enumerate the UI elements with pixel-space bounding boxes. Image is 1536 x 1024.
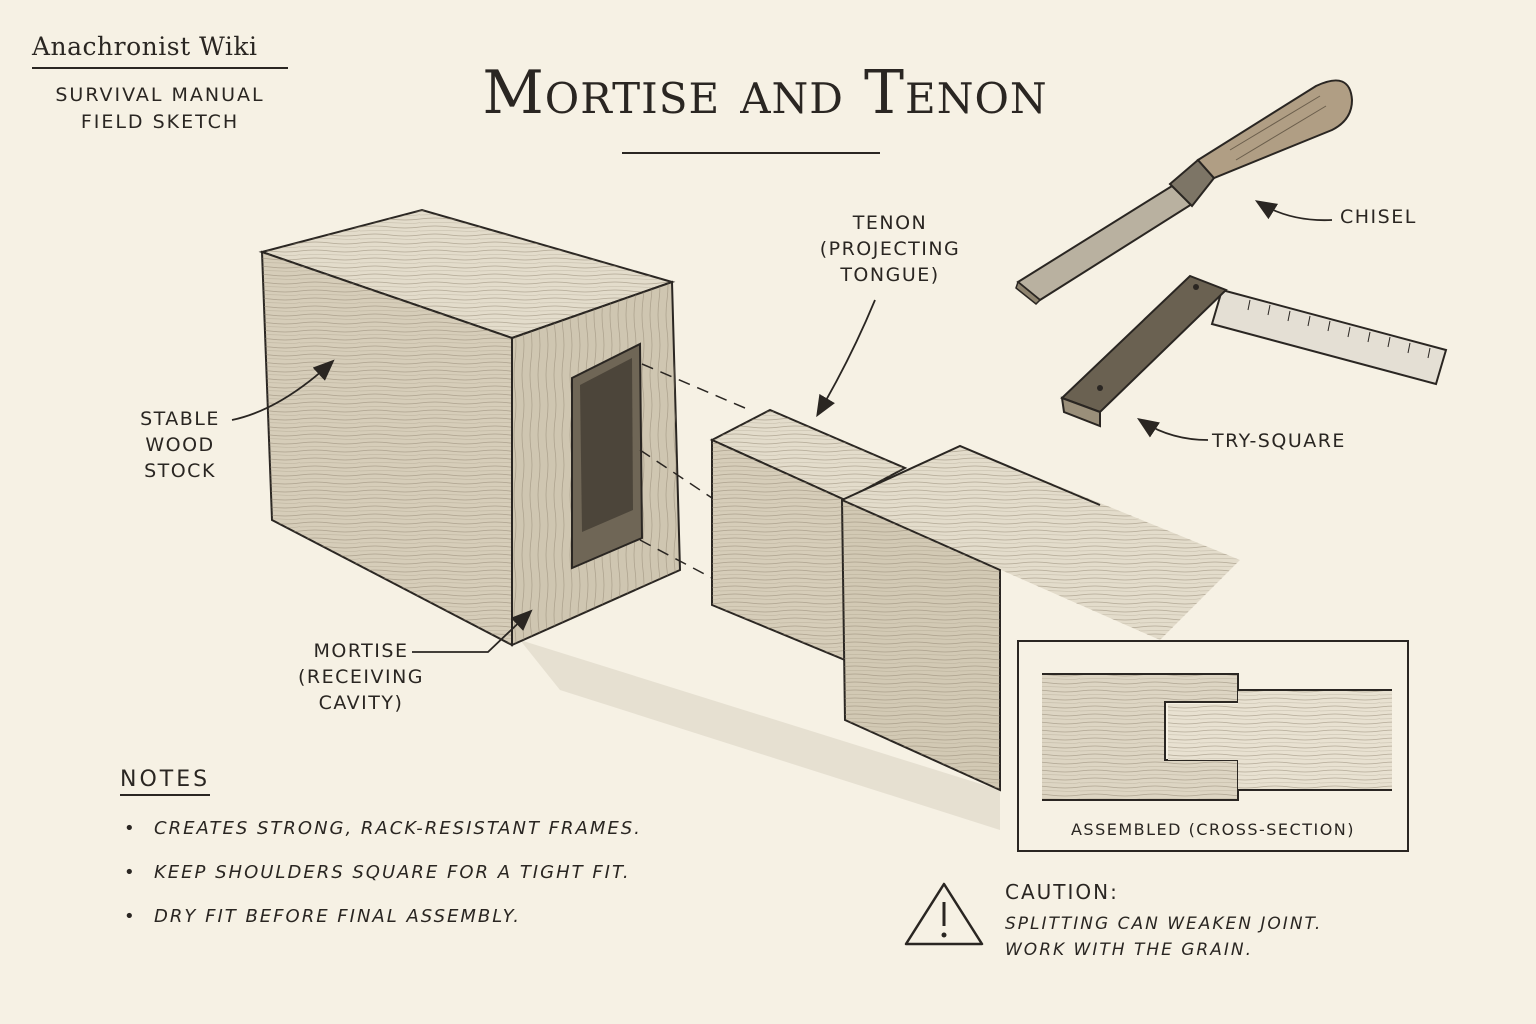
list-item: •Keep shoulders square for a tight fit. — [124, 862, 631, 883]
notes-list: •Creates strong, rack-resistant frames. … — [124, 815, 642, 947]
list-item: •Dry fit before final assembly. — [124, 906, 521, 927]
cross-section-frame — [1017, 640, 1409, 852]
wiki-subtitle: Survival Manual Field Sketch — [32, 82, 288, 136]
chisel-icon — [1015, 79, 1354, 306]
mortise-block — [258, 208, 682, 647]
notes-heading: Notes — [120, 767, 211, 796]
subtitle-line-2: Field Sketch — [80, 111, 240, 133]
try-square-label: Try-Square — [1212, 430, 1346, 452]
caution-icon — [904, 882, 984, 946]
chisel-leader — [1254, 200, 1333, 222]
try-square-icon — [1060, 274, 1448, 428]
chisel-label: Chisel — [1340, 206, 1417, 228]
mortise-label: Mortise (Receiving Cavity) — [297, 640, 425, 714]
try-square-leader — [1137, 418, 1209, 441]
caution-heading: Caution: — [1005, 880, 1119, 904]
cross-section-drawing — [1042, 673, 1392, 801]
wiki-name: Anachronist Wiki — [32, 32, 288, 69]
caution-line-1: Splitting can weaken joint. — [1005, 914, 1323, 934]
caution-line-2: Work with the grain. — [1005, 940, 1254, 960]
mortise-leader — [412, 609, 533, 653]
cross-section-caption: Assembled (Cross-Section) — [1070, 820, 1356, 839]
tenon-leader — [816, 299, 876, 418]
title-underline — [622, 152, 880, 154]
subtitle-line-1: Survival Manual — [55, 84, 265, 106]
alignment-lines — [639, 363, 746, 579]
list-item: •Creates strong, rack-resistant frames. — [124, 818, 642, 839]
tenon-label: Tenon (Projecting Tongue) — [819, 212, 961, 286]
stock-label: Stable Wood Stock — [140, 408, 220, 482]
page-title: Mortise and Tenon — [482, 58, 1048, 128]
tenon-board — [840, 444, 1240, 792]
stock-leader — [231, 359, 335, 421]
tenon — [709, 408, 908, 662]
